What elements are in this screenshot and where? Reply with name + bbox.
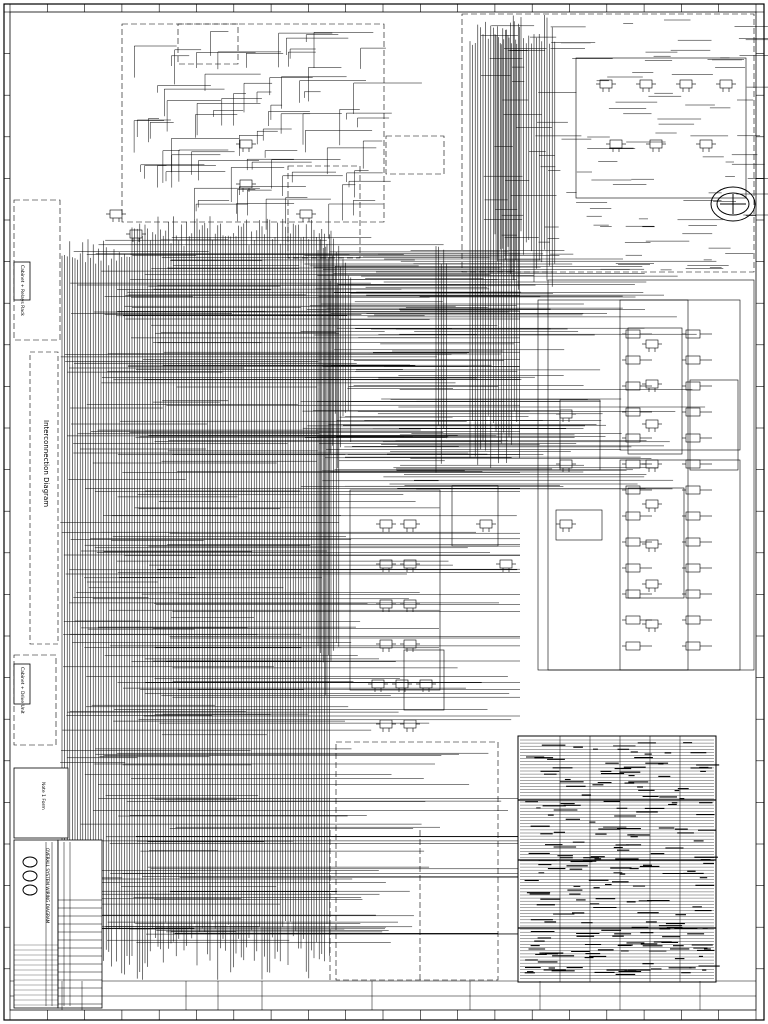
note-box: Note 1 Form xyxy=(13,767,69,839)
interconnect-wiring xyxy=(60,19,768,943)
company-logo xyxy=(22,856,38,896)
relay-symbols xyxy=(106,79,736,732)
title-block: OVERALL SYSTEM WIRING DIAGRAM xyxy=(13,839,103,1009)
gauge-symbol xyxy=(710,186,756,222)
wire-legend-table xyxy=(517,735,720,983)
main-diagram-label: Interconnection Diagram xyxy=(42,420,50,507)
side-label-lower: Cabinet + Drive Unit xyxy=(13,663,31,714)
side-label-upper-text: Cabinet + Relays Rack xyxy=(19,265,25,316)
control-modules xyxy=(349,57,755,711)
side-label-lower-text: Cabinet + Drive Unit xyxy=(19,667,25,714)
panel-enclosures xyxy=(13,13,755,981)
revision-grid xyxy=(61,981,701,1010)
zone-ticks xyxy=(4,4,764,1020)
title-line-1: OVERALL SYSTEM WIRING DIAGRAM xyxy=(45,848,50,924)
terminal-strip: Interconnection Diagram xyxy=(29,351,59,645)
side-label-upper: Cabinet + Relays Rack xyxy=(13,261,31,316)
note-box-text: Note 1 Form xyxy=(40,782,46,810)
